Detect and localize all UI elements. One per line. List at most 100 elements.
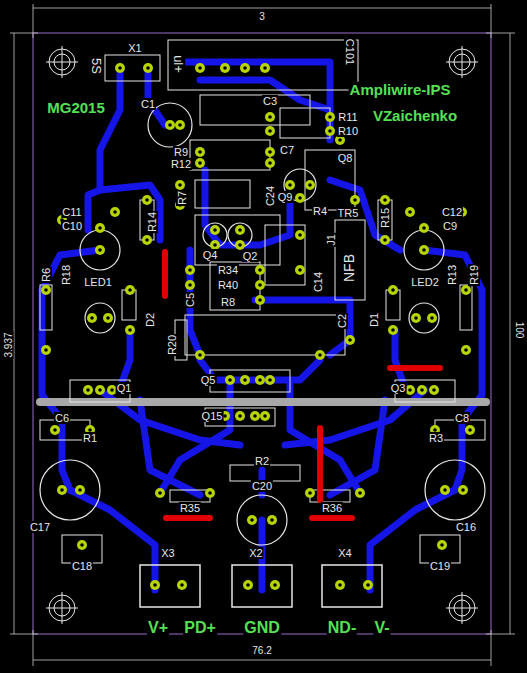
solder-pad — [305, 180, 315, 190]
solder-pad — [77, 540, 87, 550]
dimension-line — [14, 33, 15, 634]
solder-pad — [461, 285, 471, 295]
component-outline — [200, 95, 310, 125]
dimension-line — [33, 630, 34, 666]
part-label: NFB — [342, 253, 357, 283]
part-label: C20 — [251, 480, 273, 492]
component-outline — [210, 262, 260, 310]
part-label: D2 — [144, 312, 156, 328]
solder-pad — [225, 375, 235, 385]
capacitor-outline — [409, 303, 439, 333]
part-label: C14 — [312, 271, 324, 293]
solder-pad — [265, 375, 275, 385]
solder-pad — [417, 385, 427, 395]
part-label: R2 — [254, 455, 270, 467]
part-label: X1 — [127, 42, 142, 54]
part-label: ND- — [327, 619, 357, 637]
part-label: Q3 — [390, 382, 407, 394]
part-label: Q5 — [200, 374, 217, 386]
part-label: C3 — [262, 95, 278, 107]
part-label: R13 — [446, 264, 458, 286]
solder-pad — [95, 245, 105, 255]
component-outline — [280, 108, 330, 138]
dimension-line — [486, 634, 515, 635]
capacitor-outline — [425, 460, 485, 520]
solder-pad — [125, 285, 135, 295]
solder-pad — [405, 207, 415, 217]
solder-pad — [267, 515, 277, 525]
solder-pad — [270, 580, 280, 590]
solder-pad — [325, 112, 335, 122]
solder-pad — [295, 193, 305, 203]
part-label: C7 — [279, 144, 295, 156]
component-outline — [378, 200, 392, 240]
component-outline — [265, 225, 305, 285]
capacitor-outline — [228, 223, 252, 247]
solder-pad — [165, 120, 175, 130]
part-label: C24 — [264, 185, 276, 207]
solder-pad — [195, 350, 205, 360]
copper-trace — [70, 490, 155, 590]
solder-pad — [103, 313, 113, 323]
copper-trace — [88, 68, 120, 230]
solder-pad — [235, 240, 245, 250]
terminal-block — [232, 565, 292, 607]
component-outline — [195, 215, 280, 265]
solder-pad — [427, 313, 437, 323]
part-label: Q9 — [277, 191, 294, 203]
copper-trace — [255, 300, 350, 355]
solder-pad — [240, 63, 250, 73]
part-label: Q2 — [242, 250, 259, 262]
solder-pad — [41, 345, 51, 355]
part-label: C17 — [29, 521, 51, 533]
dimension-line — [491, 630, 492, 666]
part-label: R4 — [312, 205, 328, 217]
part-label: C18 — [71, 560, 93, 572]
part-label: MG2015 — [46, 100, 106, 117]
part-label: R6 — [40, 267, 52, 283]
part-label: X2 — [248, 547, 263, 559]
solder-pad — [355, 488, 365, 498]
part-label: LED2 — [410, 276, 440, 288]
part-label: VZaichenko — [372, 108, 458, 125]
part-label: V- — [373, 619, 390, 637]
part-label: Q15 — [201, 410, 224, 422]
part-label: C8 — [454, 412, 470, 424]
wire-jumper — [317, 428, 323, 500]
solder-pad — [260, 63, 270, 73]
mounting-hole — [46, 592, 78, 624]
terminal-block — [140, 565, 200, 607]
solder-pad — [265, 158, 275, 168]
solder-pad — [350, 195, 360, 205]
part-label: R15 — [379, 207, 391, 229]
part-label: C5 — [184, 292, 196, 308]
capacitor-outline — [80, 230, 120, 270]
part-label: R7 — [176, 190, 188, 206]
part-label: R34 — [217, 264, 239, 276]
part-label: R11 — [337, 111, 358, 123]
component-outline — [105, 55, 160, 81]
part-label: C9 — [442, 220, 458, 232]
solder-pad — [142, 235, 152, 245]
component-outline — [40, 285, 52, 330]
solder-pad — [345, 335, 355, 345]
solder-pad — [255, 265, 265, 275]
solder-pad — [205, 488, 215, 498]
solder-pad — [95, 223, 105, 233]
board-outline — [33, 33, 491, 634]
dimension-line — [10, 634, 38, 635]
solder-pad — [265, 112, 275, 122]
solder-pad — [255, 375, 265, 385]
solder-pad — [465, 425, 475, 435]
wire-jumper — [390, 365, 440, 371]
part-label: PD+ — [183, 619, 217, 637]
part-label: R8 — [220, 296, 236, 308]
mounting-hole — [46, 46, 78, 78]
wire-jumper — [312, 515, 352, 521]
component-outline — [335, 220, 365, 300]
capacitor-outline — [40, 460, 100, 520]
copper-trace — [140, 400, 200, 495]
solder-pad — [195, 63, 205, 73]
capacitor-outline — [237, 495, 287, 545]
part-label: GND — [243, 619, 281, 637]
